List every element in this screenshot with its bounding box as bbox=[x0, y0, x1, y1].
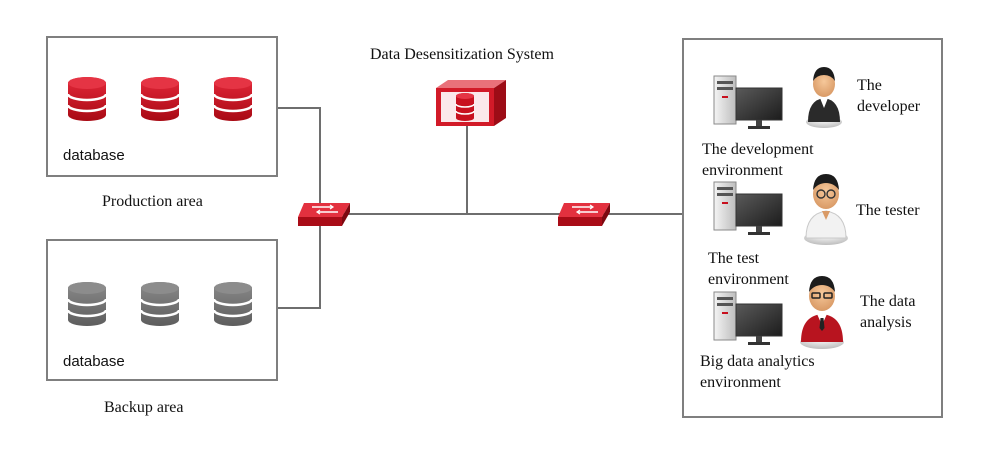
database-icon bbox=[139, 282, 181, 326]
system-title: Data Desensitization System bbox=[370, 46, 554, 63]
tester-role-label: The tester bbox=[856, 202, 920, 219]
tester-avatar-icon bbox=[804, 174, 848, 245]
database-icon bbox=[212, 282, 254, 326]
developer-avatar-icon bbox=[806, 67, 842, 128]
switch-icon bbox=[298, 203, 350, 226]
test-environment-label: The test environment bbox=[708, 250, 789, 288]
analytics-environment-label: Big data analytics environment bbox=[700, 353, 815, 391]
production-area-label: Production area bbox=[102, 193, 203, 210]
developer-role-label: The developer bbox=[857, 77, 921, 115]
backup-databases bbox=[66, 282, 254, 326]
backup-db-label: database bbox=[63, 353, 125, 370]
analyst-role-label: The data analysis bbox=[860, 293, 916, 331]
backup-area-label: Backup area bbox=[104, 399, 184, 416]
analyst-avatar-icon bbox=[800, 276, 844, 349]
computer-icon bbox=[713, 291, 783, 345]
database-icon bbox=[66, 282, 108, 326]
database-icon bbox=[212, 77, 254, 121]
desensitization-appliance-icon bbox=[436, 80, 506, 126]
production-databases bbox=[66, 77, 254, 121]
database-icon bbox=[139, 77, 181, 121]
database-icon bbox=[66, 77, 108, 121]
computer-icon bbox=[713, 75, 783, 129]
production-db-label: database bbox=[63, 147, 125, 164]
computer-icon bbox=[713, 181, 783, 235]
switch-icon bbox=[558, 203, 610, 226]
development-environment-label: The development environment bbox=[702, 141, 814, 179]
